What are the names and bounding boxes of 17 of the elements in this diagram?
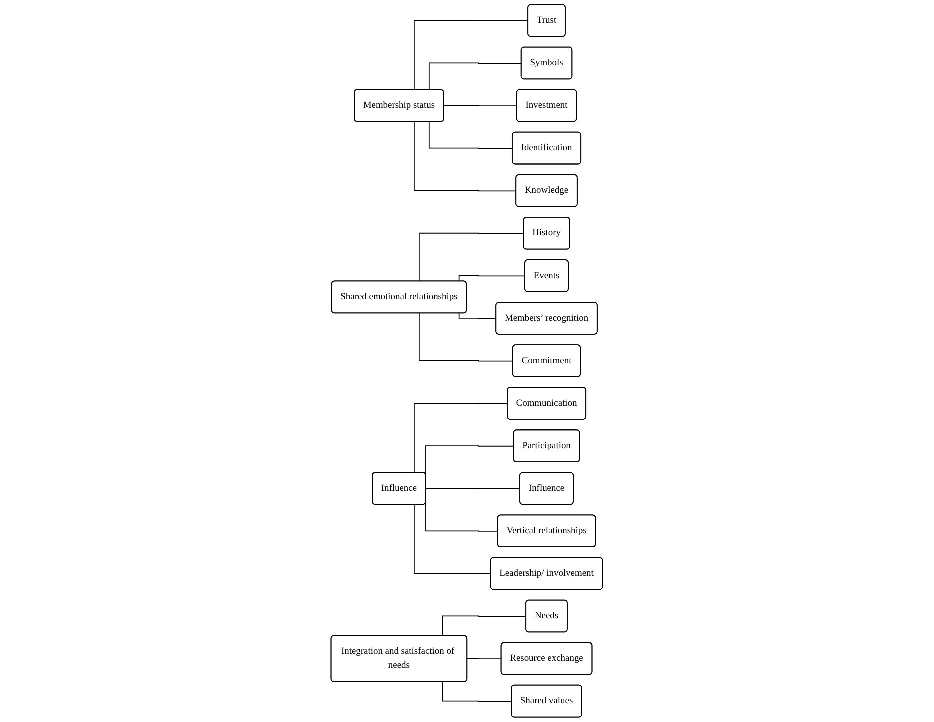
connector: [428, 122, 514, 150]
connector: [419, 232, 524, 282]
connector: [428, 62, 522, 91]
connector: [442, 616, 527, 636]
connector: [426, 502, 499, 532]
connector: [426, 446, 514, 476]
connector: [414, 20, 529, 91]
connector: [444, 105, 518, 106]
connector: [458, 313, 497, 320]
connector: [419, 313, 514, 362]
connector: [414, 504, 492, 574]
connector: [414, 122, 517, 192]
connector: [442, 682, 512, 702]
connector: [458, 275, 526, 282]
connector: [426, 488, 521, 490]
connector: [467, 658, 502, 660]
connector: [414, 403, 508, 474]
